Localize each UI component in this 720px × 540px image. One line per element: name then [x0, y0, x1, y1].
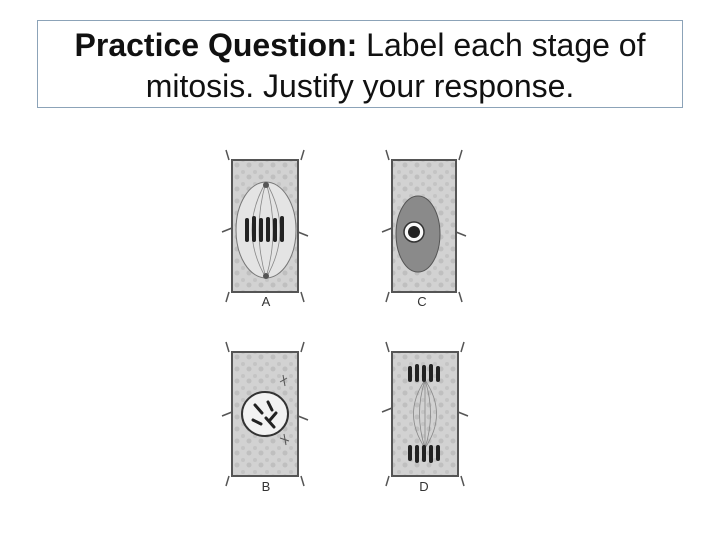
label-c: C: [417, 294, 427, 309]
cell-a-metaphase: [221, 149, 309, 303]
label-d: D: [419, 479, 429, 494]
label-a: A: [261, 294, 271, 309]
label-b: B: [261, 479, 271, 494]
question-line-2: mitosis. Justify your response.: [145, 68, 575, 104]
question-bold-prefix: Practice Question:: [74, 27, 358, 63]
question-line-1: Practice Question: Label each stage of: [38, 25, 682, 66]
cell-b-prophase: [221, 341, 309, 487]
cell-c-interphase: [381, 149, 467, 303]
question-line-1-text: Label each stage of: [357, 27, 646, 63]
question-title-box: Practice Question: Label each stage of m…: [37, 20, 683, 108]
cell-d-anaphase: [381, 341, 469, 487]
